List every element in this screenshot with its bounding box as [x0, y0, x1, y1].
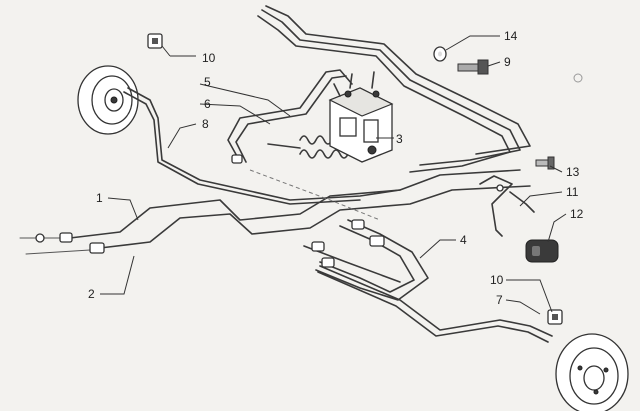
bolt-9 [457, 59, 489, 75]
pipe-6-fitting [231, 154, 243, 164]
callout-11: 11 [566, 185, 579, 199]
brake-pipe-5 [227, 69, 353, 159]
callout-5: 5 [204, 75, 211, 89]
upper-pipe-b [257, 15, 511, 173]
left-union-1 [59, 232, 73, 243]
small-ring [573, 73, 583, 83]
callout-8: 8 [202, 117, 209, 131]
callout-7: 7 [496, 293, 503, 307]
hydraulic-modulator [328, 71, 394, 163]
brake-pipe-8b [123, 91, 361, 205]
clip-10-top [147, 33, 163, 49]
upper-pipe-a [261, 9, 521, 166]
pipe-4-fitting-d [321, 257, 335, 268]
left-flex-line-b [25, 249, 91, 255]
bolt-13 [535, 156, 555, 170]
leader-lines [100, 35, 567, 315]
pipe-4-fitting-c [311, 241, 325, 252]
callout-2: 2 [88, 287, 95, 301]
brake-pipe-4b [315, 219, 429, 301]
left-union-2 [89, 242, 105, 254]
callout-3: 3 [396, 132, 403, 146]
callout-10-top: 10 [202, 51, 216, 65]
pipe-4-fitting-b [369, 235, 385, 247]
brake-pipe-6 [235, 75, 347, 163]
callout-10-bottom: 10 [490, 273, 504, 287]
brake-pipe-7 [319, 265, 553, 337]
pipe-4-fitting-a [351, 219, 365, 230]
rubber-mount-12 [525, 239, 559, 263]
upper-pipe-c [265, 5, 531, 155]
left-brake-drum [77, 65, 139, 135]
right-brake-drum [555, 333, 629, 411]
brake-pipe-8 [127, 87, 401, 201]
callout-9: 9 [504, 55, 511, 69]
brake-pipe-1 [69, 169, 521, 239]
callout-13: 13 [566, 165, 580, 179]
callout-12: 12 [570, 207, 584, 221]
callout-14: 14 [504, 29, 518, 43]
callout-4: 4 [460, 233, 467, 247]
clip-10-bottom [547, 309, 563, 325]
brake-pipe-7b [317, 271, 549, 343]
washer-hole [438, 51, 442, 57]
bracket-11 [479, 175, 535, 237]
callout-6: 6 [204, 97, 211, 111]
left-fitting [35, 233, 45, 243]
callout-1: 1 [96, 191, 103, 205]
brake-pipe-2 [99, 185, 531, 249]
dashed-guide [249, 169, 381, 221]
